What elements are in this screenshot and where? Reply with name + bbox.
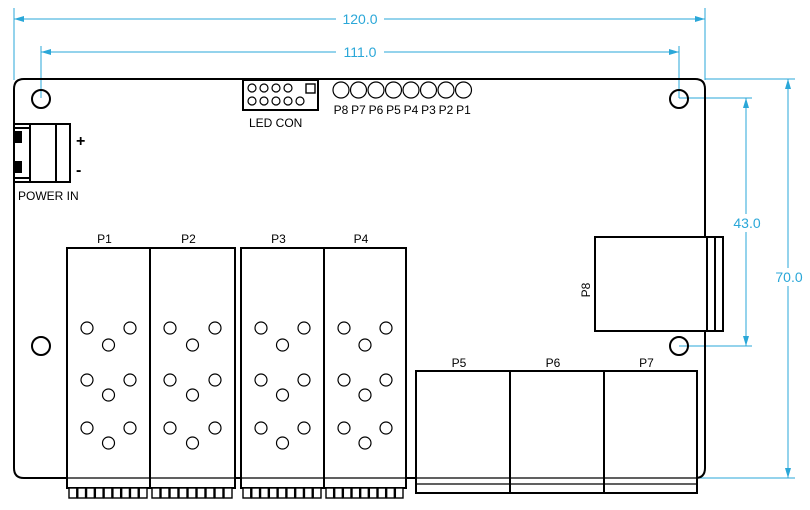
port-pin-hole (379, 373, 393, 387)
pin-header-label: P8 (334, 103, 349, 117)
port-pin-hole (337, 373, 351, 387)
pin-header-pad (419, 81, 438, 99)
pin-header-label: P1 (456, 103, 471, 117)
port-pin-hole (337, 421, 351, 435)
port-pin-hole (358, 436, 372, 450)
port-pin-hole (297, 421, 311, 435)
power-plus-label: + (76, 133, 85, 150)
dimension-overall-width: 120.0 (13, 8, 706, 80)
port-housing (603, 370, 698, 494)
right-port-block: P5 P6 P7 (415, 356, 698, 494)
pin-header-label: P3 (421, 103, 436, 117)
port-pin-hole (123, 321, 137, 335)
mounting-hole-top-right (669, 89, 689, 109)
power-in-label: POWER IN (18, 189, 79, 203)
port-pin-hole (101, 436, 116, 450)
port-pin-hole (337, 321, 351, 335)
pin-header-label: P5 (386, 103, 401, 117)
led-con-pin (271, 83, 281, 93)
left-port-block: P1 P2 P3 P4 (66, 232, 407, 499)
pin-header-label: P2 (439, 103, 454, 117)
port-housing (509, 370, 605, 494)
pin-header-pad (367, 81, 385, 99)
port-label: P4 (354, 232, 369, 246)
port-pin-hole (80, 321, 94, 335)
led-con-pin (259, 83, 269, 93)
pin-header-pad (437, 81, 455, 99)
pin-header-label: P7 (351, 103, 366, 117)
port-label: P6 (546, 356, 561, 370)
pin-header-label: P6 (369, 103, 384, 117)
led-con-label: LED CON (249, 116, 302, 130)
pin-header-label: P4 (404, 103, 419, 117)
pin-header-pad (402, 81, 420, 99)
dimension-hole-spacing-y-text: 43.0 (733, 215, 760, 231)
port-pin-hole (185, 388, 200, 402)
led-con-pin (283, 96, 293, 106)
mounting-hole-top-left (31, 89, 51, 109)
port-pin-hole (80, 373, 94, 387)
led-con-pin (295, 96, 305, 106)
port-pin-hole (101, 388, 116, 402)
p8-connector: P8 (579, 236, 724, 332)
port-label: P2 (181, 232, 196, 246)
port-pin-hole (254, 421, 268, 435)
mounting-hole-bottom-right (669, 336, 689, 356)
port-pin-hole (163, 321, 177, 335)
port-pin-hole (275, 436, 290, 450)
dimension-hole-spacing-y: 43.0 (679, 97, 764, 347)
port-pin-hole (163, 373, 177, 387)
dimension-hole-spacing-x: 111.0 (40, 44, 680, 98)
port-pin-hole (254, 321, 268, 335)
port-pin-hole (297, 321, 311, 335)
port-pin-hole (358, 338, 372, 352)
port-label: P5 (452, 356, 467, 370)
dimension-overall-width-text: 120.0 (342, 11, 377, 27)
dimension-hole-spacing-x-text: 111.0 (344, 44, 377, 60)
port-pin-hole (358, 388, 372, 402)
port-pin-hole (80, 421, 94, 435)
pin-header-pad (349, 81, 368, 99)
led-con-pin (259, 96, 269, 106)
port-pin-hole (123, 421, 137, 435)
led-con-pin (271, 96, 281, 106)
dimension-overall-height: 70.0 (697, 78, 806, 479)
port-pin-hole (185, 436, 200, 450)
led-con-pin (283, 83, 293, 93)
port-pin-hole (275, 388, 290, 402)
port-pin-hole (185, 338, 200, 352)
port-pin-hole (297, 373, 311, 387)
port-pin-hole (379, 421, 393, 435)
power-in-connector: + - POWER IN (13, 123, 85, 203)
port-pin-hole (123, 373, 137, 387)
port-pin-hole (379, 321, 393, 335)
pin-header-pad (332, 81, 350, 99)
port-pin-hole (208, 373, 222, 387)
port-housing (415, 370, 511, 494)
port-label: P7 (639, 356, 654, 370)
mounting-hole-bottom-left (31, 336, 51, 356)
port-pin-hole (275, 338, 290, 352)
port-pin-hole (163, 421, 177, 435)
port-pin-hole (254, 373, 268, 387)
port-label: P1 (97, 232, 112, 246)
port-label: P3 (271, 232, 286, 246)
led-con-pin (247, 96, 257, 106)
port-pin-hole (208, 421, 222, 435)
led-con-header: LED CON (242, 79, 319, 130)
led-con-pin (247, 83, 257, 93)
dimension-overall-height-text: 70.0 (775, 269, 802, 285)
port-pin-hole (101, 338, 116, 352)
p8-label: P8 (579, 282, 593, 297)
power-minus-label: - (76, 162, 81, 179)
port-pin-hole (208, 321, 222, 335)
pin-header-pad (454, 81, 473, 99)
pin-header-pad (384, 81, 403, 99)
